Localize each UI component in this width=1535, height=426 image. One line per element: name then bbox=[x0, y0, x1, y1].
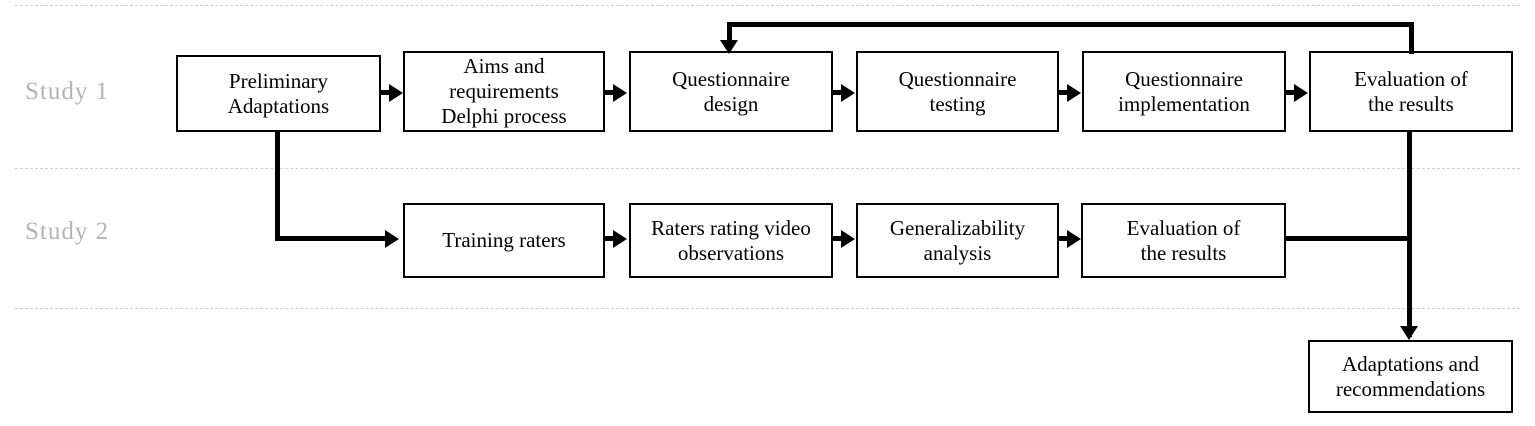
node-evaluation-of-the-results-study-1[interactable]: Evaluation of the results bbox=[1309, 51, 1513, 132]
node-generalizability-analysis[interactable]: Generalizability analysis bbox=[856, 203, 1059, 278]
node-questionnaire-design[interactable]: Questionnaire design bbox=[629, 51, 833, 132]
edge-generalizability-to-evaluation-arrowhead bbox=[1067, 230, 1081, 248]
edge-raters-to-generalizability-arrowhead bbox=[841, 230, 855, 248]
node-questionnaire-implementation[interactable]: Questionnaire implementation bbox=[1082, 51, 1286, 132]
edge-aims-to-design-line bbox=[605, 90, 613, 95]
node-adaptations-and-recommendations[interactable]: Adaptations and recommendations bbox=[1308, 340, 1513, 413]
node-raters-rating-video-observations[interactable]: Raters rating video observations bbox=[629, 203, 833, 278]
node-evaluation-of-the-results-study-2[interactable]: Evaluation of the results bbox=[1081, 203, 1286, 278]
edge-prelim-to-training-arrowhead bbox=[385, 230, 399, 248]
node-questionnaire-testing[interactable]: Questionnaire testing bbox=[856, 51, 1059, 132]
feedback-loop-arrowhead bbox=[720, 40, 738, 54]
edge-to-adaptations-riser bbox=[1407, 132, 1412, 337]
edge-prelim-to-training-run bbox=[275, 236, 385, 241]
edge-implementation-to-evaluation-arrowhead bbox=[1294, 84, 1308, 102]
edge-evaluation2-to-join-run bbox=[1286, 236, 1412, 241]
edge-training-to-raters-line bbox=[605, 236, 613, 241]
edge-prelim-to-aims-line bbox=[381, 90, 389, 95]
edge-aims-to-design-arrowhead bbox=[613, 84, 627, 102]
edge-prelim-to-aims-arrowhead bbox=[389, 84, 403, 102]
edge-design-to-testing-line bbox=[833, 90, 841, 95]
edge-training-to-raters-arrowhead bbox=[613, 230, 627, 248]
feedback-loop-top-run bbox=[727, 22, 1414, 27]
edge-testing-to-implementation-arrowhead bbox=[1067, 84, 1081, 102]
node-aims-and-requirements[interactable]: Aims and requirements Delphi process bbox=[403, 51, 605, 132]
edge-to-adaptations-arrowhead bbox=[1400, 326, 1418, 340]
node-preliminary-adaptations[interactable]: Preliminary Adaptations bbox=[176, 55, 381, 132]
edge-design-to-testing-arrowhead bbox=[841, 84, 855, 102]
edge-generalizability-to-evaluation-line bbox=[1059, 236, 1067, 241]
feedback-loop-riser bbox=[1409, 22, 1414, 54]
lane-divider-bottom bbox=[15, 308, 1520, 309]
lane-label-study-2: Study 2 bbox=[25, 218, 110, 245]
lane-divider-middle bbox=[15, 168, 1520, 169]
edge-prelim-to-training-riser bbox=[275, 131, 280, 241]
lane-label-study-1: Study 1 bbox=[25, 78, 110, 105]
edge-raters-to-generalizability-line bbox=[833, 236, 841, 241]
lane-divider-top bbox=[15, 5, 1520, 6]
edge-testing-to-implementation-line bbox=[1059, 90, 1067, 95]
edge-implementation-to-evaluation-line bbox=[1286, 90, 1294, 95]
feedback-loop-dropper bbox=[727, 22, 732, 43]
node-training-raters[interactable]: Training raters bbox=[403, 203, 605, 278]
